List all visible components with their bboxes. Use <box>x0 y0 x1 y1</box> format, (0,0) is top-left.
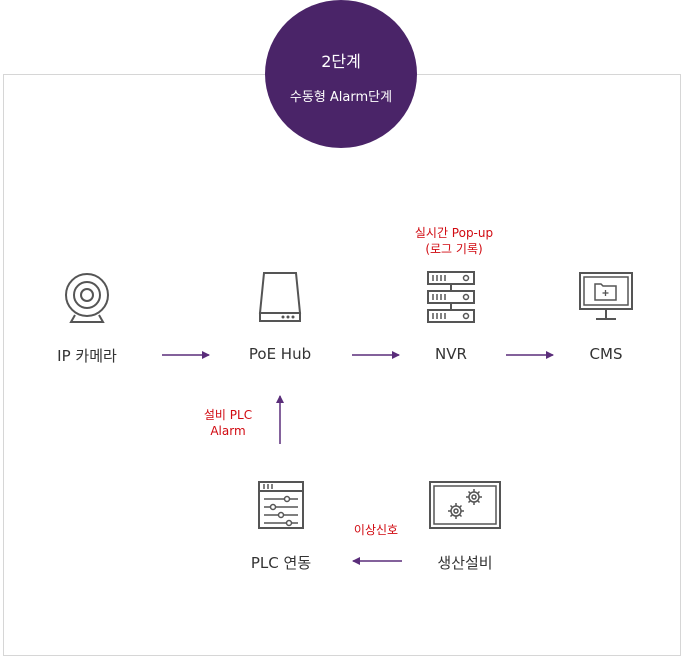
plc-alarm-note-line2: Alarm <box>210 424 246 438</box>
stage-title: 2단계 <box>321 52 361 71</box>
diagram-frame <box>3 74 681 656</box>
stage-subtitle: 수동형 Alarm단계 <box>289 90 393 105</box>
ip-camera-icon <box>65 273 109 323</box>
nvr-server-icon <box>427 271 475 323</box>
nvr-popup-note: 실시간 Pop-up (로그 기록) <box>394 225 514 257</box>
plc-alarm-note-line1: 설비 PLC <box>203 408 253 422</box>
plc-panel-icon <box>258 481 304 529</box>
cms-monitor-icon <box>579 272 633 320</box>
node-equipment: 생산설비 <box>437 554 493 572</box>
nvr-popup-note-line1: 실시간 Pop-up <box>414 226 494 240</box>
poe-hub-icon <box>258 272 302 322</box>
node-cms: CMS <box>589 345 623 363</box>
abnormal-signal-note: 이상신호 <box>353 523 399 537</box>
plc-alarm-note: 설비 PLC Alarm <box>188 407 268 439</box>
node-poe-hub: PoE Hub <box>248 345 312 363</box>
node-ip-camera: IP 카메라 <box>57 347 117 365</box>
stage-badge: 2단계 수동형 Alarm단계 <box>265 0 417 148</box>
production-equipment-icon <box>429 481 501 529</box>
nvr-popup-note-line2: (로그 기록) <box>425 242 483 256</box>
node-nvr: NVR <box>435 345 467 363</box>
node-plc: PLC 연동 <box>250 554 312 572</box>
